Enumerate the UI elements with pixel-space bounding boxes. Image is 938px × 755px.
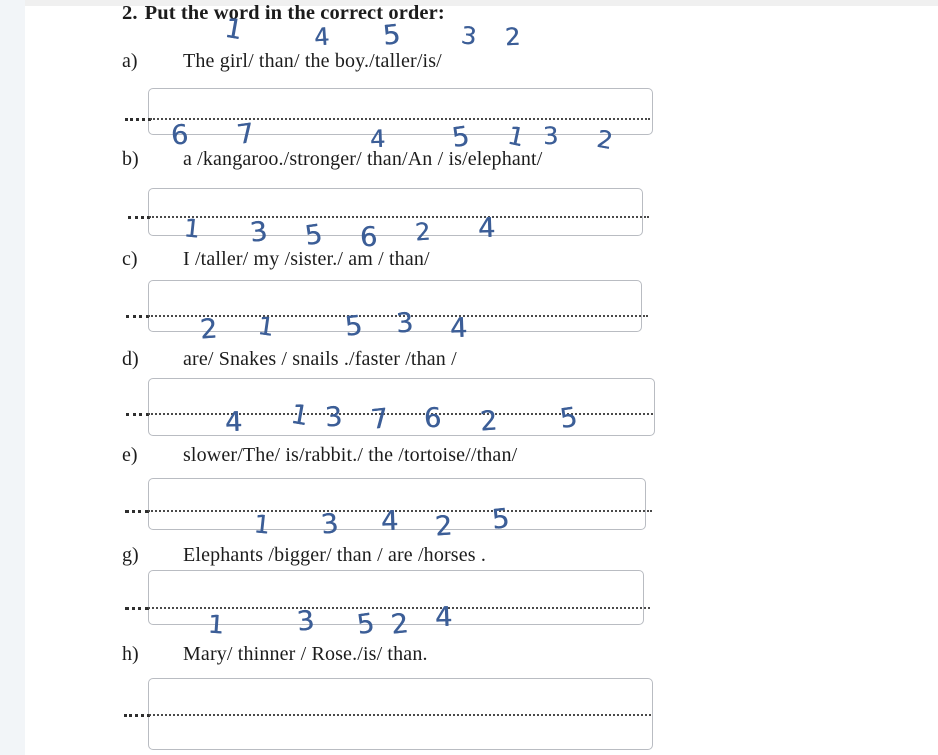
answer-rule-h (149, 714, 651, 716)
answer-box-g[interactable] (148, 570, 644, 625)
question-label-g: g) (122, 544, 139, 566)
answer-rule-lead-a (125, 118, 151, 121)
answer-rule-lead-e (125, 510, 149, 513)
answer-rule-lead-d (126, 413, 149, 416)
answer-box-d[interactable] (148, 378, 655, 436)
answer-rule-c (148, 315, 648, 317)
page-title: 2. Put the word in the correct order: (122, 2, 445, 25)
question-text-g: Elephants /bigger/ than / are /horses . (183, 544, 486, 566)
answer-rule-b (149, 216, 649, 218)
answer-box-a[interactable] (148, 88, 653, 135)
answer-rule-d (148, 413, 653, 415)
question-text-d: are/ Snakes / snails ./faster /than / (183, 348, 457, 370)
ink-annotation: 4 (313, 22, 331, 52)
question-text-h: Mary/ thinner / Rose./is/ than. (183, 643, 428, 665)
exercise-number: 2. (122, 2, 138, 24)
question-text-e: slower/The/ is/rabbit./ the /tortoise//t… (183, 444, 518, 466)
question-text-b: a /kangaroo./stronger/ than/An / is/elep… (183, 148, 543, 170)
left-gutter-strip (0, 0, 25, 755)
answer-rule-lead-g (125, 607, 149, 610)
answer-box-c[interactable] (148, 280, 642, 332)
question-label-h: h) (122, 643, 139, 665)
answer-rule-g (148, 607, 650, 609)
ink-annotation: 2 (504, 22, 522, 52)
exercise-instruction: Put the word in the correct order: (144, 2, 445, 24)
question-label-c: c) (122, 248, 138, 270)
top-scan-band (25, 0, 938, 6)
ink-annotation: 3 (459, 21, 478, 51)
answer-rule-lead-h (124, 714, 150, 717)
ink-annotation: 5 (381, 19, 402, 52)
answer-rule-lead-c (126, 315, 149, 318)
question-label-e: e) (122, 444, 138, 466)
answer-box-b[interactable] (148, 188, 643, 236)
question-text-a: The girl/ than/ the boy./taller/is/ (183, 50, 442, 72)
question-label-d: d) (122, 348, 139, 370)
answer-box-e[interactable] (148, 478, 646, 530)
question-label-b: b) (122, 148, 139, 170)
answer-rule-e (148, 510, 652, 512)
answer-rule-a (150, 118, 650, 120)
question-text-c: I /taller/ my /sister./ am / than/ (183, 248, 430, 270)
answer-rule-lead-b (128, 216, 150, 219)
question-label-a: a) (122, 50, 138, 72)
